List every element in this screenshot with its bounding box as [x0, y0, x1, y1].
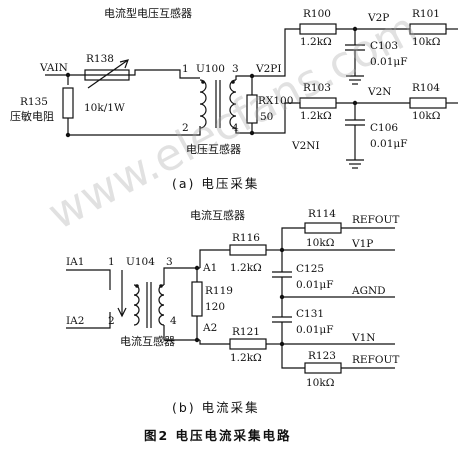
- figure-caption: 图2 电压电流采集电路: [144, 428, 292, 443]
- label-r135-desc: 压敏电阻: [10, 110, 54, 123]
- label-c125: C125: [296, 263, 325, 275]
- label-c131: C131: [296, 308, 325, 320]
- label-r121-value: 1.2kΩ: [230, 352, 262, 364]
- circuit-a-junctions: [65, 26, 358, 138]
- label-r116-value: 1.2kΩ: [230, 262, 262, 274]
- label-r101-value: 10kΩ: [412, 36, 441, 48]
- label-v1p: V1P: [352, 238, 374, 250]
- label-r100-value: 1.2kΩ: [300, 36, 332, 48]
- label-ia2: IA2: [66, 315, 85, 327]
- label-r103-value: 1.2kΩ: [300, 110, 332, 122]
- caption-b: (b) 电流采集: [172, 400, 260, 415]
- label-r119: R119: [205, 285, 233, 297]
- label-r103: R103: [303, 82, 331, 94]
- label-v2p: V2P: [368, 12, 390, 24]
- label-r123: R123: [308, 350, 336, 362]
- label-ia1: IA1: [66, 256, 85, 268]
- label-refout-top: REFOUT: [352, 214, 400, 226]
- label-voltage-transformer: 电压互感器: [186, 143, 241, 156]
- circuit-b-junctions: [135, 247, 285, 347]
- label-c103-value: 0.01μF: [370, 56, 408, 68]
- label-b-transformer-top: 电流互感器: [190, 209, 245, 222]
- label-r104: R104: [412, 82, 440, 94]
- label-a-pin2: 2: [182, 122, 189, 134]
- label-b-pin4: 4: [170, 315, 177, 327]
- label-c125-value: 0.01μF: [296, 279, 334, 291]
- label-c106: C106: [370, 122, 399, 134]
- label-b-pin3: 3: [166, 256, 173, 268]
- label-a-pin1: 1: [182, 63, 189, 75]
- label-a-pin4: 4: [232, 122, 239, 134]
- label-c131-value: 0.01μF: [296, 324, 334, 336]
- label-rx100-value: 50: [260, 111, 274, 123]
- label-c106-value: 0.01μF: [370, 138, 408, 150]
- label-v1n: V1N: [352, 332, 376, 344]
- label-c103: C103: [370, 40, 399, 52]
- label-b-pin2: 2: [108, 315, 115, 327]
- caption-a: (a) 电压采集: [172, 176, 260, 191]
- label-a2: A2: [203, 322, 218, 334]
- label-r138-value: 10k/1W: [84, 102, 125, 114]
- label-v2ni: V2NI: [292, 140, 320, 152]
- label-v2pi: V2PI: [256, 63, 282, 75]
- label-r119-value: 120: [205, 301, 226, 313]
- circuit-a-wiring: [45, 23, 458, 169]
- title-a-component: 电流型电压互感器: [104, 7, 192, 20]
- label-u104: U104: [126, 256, 155, 268]
- label-r101: R101: [412, 8, 440, 20]
- label-v2n: V2N: [368, 86, 392, 98]
- label-r114-value: 10kΩ: [306, 237, 335, 249]
- label-r138: R138: [86, 53, 114, 65]
- label-a1: A1: [203, 262, 218, 274]
- label-r116: R116: [232, 232, 260, 244]
- label-current-transformer: 电流互感器: [120, 335, 175, 348]
- label-r100: R100: [303, 8, 331, 20]
- circuit-b-wiring: [66, 222, 395, 374]
- label-refout-bottom: REFOUT: [352, 354, 400, 366]
- label-r104-value: 10kΩ: [412, 110, 441, 122]
- label-u100: U100: [196, 63, 225, 75]
- label-rx100: RX100: [258, 95, 294, 107]
- label-r121: R121: [232, 326, 260, 338]
- label-r135: R135: [20, 96, 48, 108]
- label-a-pin3: 3: [232, 63, 239, 75]
- label-r114: R114: [308, 208, 336, 220]
- label-b-pin1: 1: [108, 256, 115, 268]
- label-vain: VAIN: [40, 62, 68, 74]
- label-r123-value: 10kΩ: [306, 377, 335, 389]
- label-agnd: AGND: [352, 285, 386, 297]
